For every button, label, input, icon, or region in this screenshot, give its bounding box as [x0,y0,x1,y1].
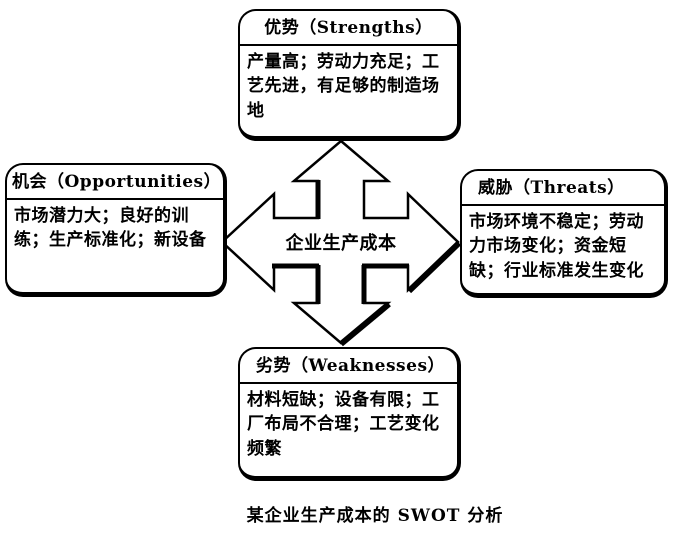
weaknesses-title: 劣势（Weaknesses） [240,349,457,384]
figure-caption: 某企业生产成本的 SWOT 分析 [246,506,504,526]
weaknesses-body: 材料短缺；设备有限；工厂布局不合理；工艺变化频繁 [247,390,440,459]
threats-body: 市场环境不稳定；劳动力市场变化；资金短缺；行业标准发生变化 [469,212,644,281]
opportunities-body: 市场潜力大；良好的训练；生产标准化；新设备 [14,206,207,251]
strengths-box: 优势（Strengths） 产量高；劳动力充足；工艺先进，有足够的制造场地 [238,9,461,141]
threats-title: 威胁（Threats） [462,171,664,206]
strengths-body: 产量高；劳动力充足；工艺先进，有足够的制造场地 [247,52,440,121]
threats-box: 威胁（Threats） 市场环境不稳定；劳动力市场变化；资金短缺；行业标准发生变… [460,169,668,298]
opportunities-box: 机会（Opportunities） 市场潜力大；良好的训练；生产标准化；新设备 [5,163,227,297]
center-label: 企业生产成本 [285,233,397,254]
weaknesses-box: 劣势（Weaknesses） 材料短缺；设备有限；工厂布局不合理；工艺变化频繁 [238,347,461,481]
four-way-arrow-icon [220,139,462,347]
opportunities-title: 机会（Opportunities） [7,165,223,200]
strengths-title: 优势（Strengths） [240,11,457,46]
